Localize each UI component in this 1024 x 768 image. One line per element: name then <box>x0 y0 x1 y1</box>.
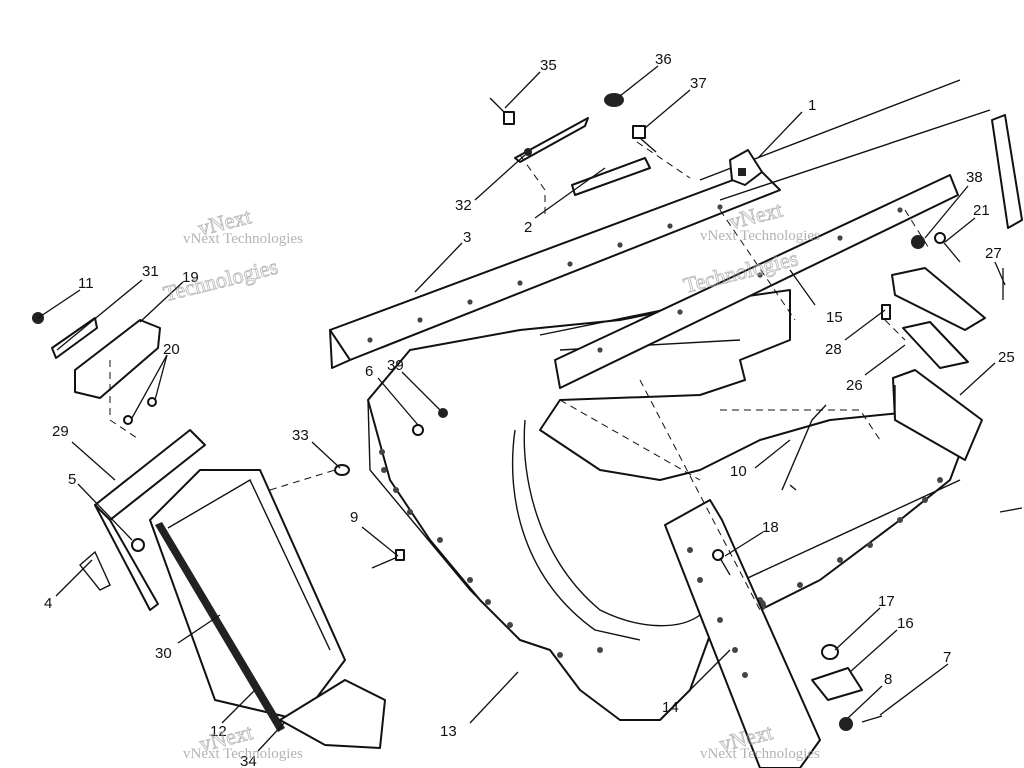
bolt-9 <box>371 549 405 569</box>
callout-14: 14 <box>662 699 679 716</box>
callout-10: 10 <box>730 463 747 480</box>
callout-19: 19 <box>182 269 199 286</box>
callout-32: 32 <box>455 197 472 214</box>
strip-31 <box>51 317 98 359</box>
top-rail <box>329 169 781 369</box>
callout-13: 13 <box>440 723 457 740</box>
brace-holes <box>597 207 903 353</box>
plate-26 <box>902 321 969 369</box>
pin-5 <box>131 538 145 552</box>
rail-holes <box>367 204 723 343</box>
washer-39 <box>438 408 448 418</box>
callout-3: 3 <box>463 229 471 246</box>
part-8 <box>839 717 853 731</box>
blade-32 <box>514 117 589 163</box>
cap-17 <box>821 644 839 660</box>
side-panel-30 <box>149 469 346 732</box>
callout-36: 36 <box>655 51 672 68</box>
housing-25 <box>892 369 983 461</box>
callout-35: 35 <box>540 57 557 74</box>
callout-25: 25 <box>998 349 1015 366</box>
bolt-18 <box>712 549 731 576</box>
callout-1: 1 <box>808 97 816 114</box>
washer-33 <box>334 464 350 476</box>
callout-6: 6 <box>365 363 373 380</box>
callout-28: 28 <box>825 341 842 358</box>
callout-34: 34 <box>240 753 257 768</box>
callout-33: 33 <box>292 427 309 444</box>
callout-8: 8 <box>884 671 892 688</box>
right-hinge-hardware <box>911 114 1023 300</box>
watermark-company-2: vNext Technologies <box>700 228 820 244</box>
washer-6 <box>412 424 424 436</box>
strut-14 <box>664 499 821 768</box>
nut-36 <box>604 93 624 107</box>
callout-20: 20 <box>163 341 180 358</box>
callout-21: 21 <box>973 202 990 219</box>
callout-38: 38 <box>966 169 983 186</box>
box-27 <box>891 267 986 331</box>
strip-2 <box>571 157 651 196</box>
frame-29 <box>94 429 206 611</box>
watermark-word: Technologies <box>161 254 281 307</box>
plate-16 <box>811 667 863 701</box>
callout-9: 9 <box>350 509 358 526</box>
callout-31: 31 <box>142 263 159 280</box>
callout-29: 29 <box>52 423 69 440</box>
callout-16: 16 <box>897 615 914 632</box>
watermark-company-3: vNext Technologies <box>183 746 303 762</box>
watermark-company-4: vNext Technologies <box>700 746 820 762</box>
callout-39: 39 <box>387 357 404 374</box>
callout-30: 30 <box>155 645 172 662</box>
hood-body <box>367 289 966 721</box>
bolt-35 <box>489 97 515 125</box>
part-7 <box>861 715 883 723</box>
callout-7: 7 <box>943 649 951 666</box>
callout-5: 5 <box>68 471 76 488</box>
callout-26: 26 <box>846 377 863 394</box>
trim-12 <box>279 679 386 749</box>
screw-37 <box>632 125 657 153</box>
callout-11: 11 <box>78 275 94 292</box>
callout-labels: 1 2 3 4 5 6 7 8 9 10 11 12 13 14 15 16 1… <box>44 51 1015 768</box>
clip-1 <box>729 149 763 186</box>
watermark-company: vNext Technologies <box>183 231 303 247</box>
bracket-19 <box>74 319 161 399</box>
callout-4: 4 <box>44 595 52 612</box>
callout-18: 18 <box>762 519 779 536</box>
callout-15: 15 <box>826 309 843 326</box>
leader-lines <box>37 65 1023 752</box>
bracket-4 <box>79 550 111 591</box>
callout-2: 2 <box>524 219 532 236</box>
alignment-lines <box>109 141 931 611</box>
callout-37: 37 <box>690 75 707 92</box>
callout-12: 12 <box>210 723 227 740</box>
long-brace <box>554 174 959 389</box>
callout-17: 17 <box>878 593 895 610</box>
bolts-20 <box>123 397 157 425</box>
callout-27: 27 <box>985 245 1002 262</box>
